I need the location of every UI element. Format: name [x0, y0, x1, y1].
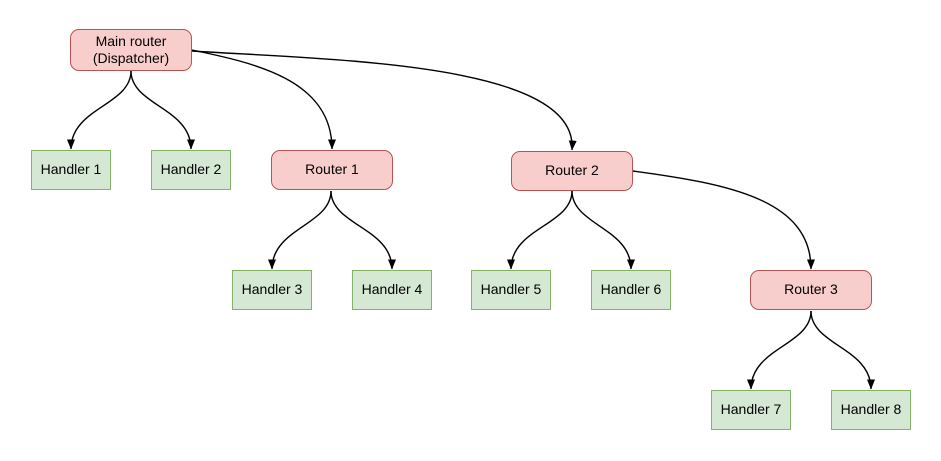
- node-handler-8[interactable]: Handler 8: [831, 390, 911, 430]
- edge-router-1-to-handler-3: [268, 190, 332, 270]
- node-handler-2[interactable]: Handler 2: [151, 150, 231, 190]
- node-handler-4[interactable]: Handler 4: [352, 270, 432, 310]
- node-handler-7-label: Handler 7: [720, 401, 782, 418]
- node-handler-5-label: Handler 5: [480, 281, 542, 298]
- node-handler-3[interactable]: Handler 3: [232, 270, 312, 310]
- node-router-2-label: Router 2: [545, 162, 599, 179]
- node-router-1[interactable]: Router 1: [271, 150, 393, 190]
- edge-router-3-to-handler-8: [810, 310, 875, 390]
- node-router-3[interactable]: Router 3: [750, 270, 872, 310]
- edge-main-to-router-2: [191, 50, 577, 151]
- node-handler-1[interactable]: Handler 1: [31, 150, 111, 190]
- node-handler-4-label: Handler 4: [361, 281, 423, 298]
- edge-main-to-handler-2: [130, 70, 195, 150]
- node-handler-8-label: Handler 8: [840, 401, 902, 418]
- node-router-1-label: Router 1: [305, 161, 359, 178]
- edge-router-3-to-handler-7: [747, 310, 812, 390]
- edge-main-to-handler-1: [67, 70, 132, 150]
- node-router-3-label: Router 3: [784, 281, 838, 298]
- node-handler-6[interactable]: Handler 6: [591, 270, 671, 310]
- node-router-2[interactable]: Router 2: [511, 151, 633, 191]
- node-main-router[interactable]: Main router (Dispatcher): [70, 29, 192, 71]
- edge-router-2-to-handler-6: [571, 190, 635, 270]
- node-handler-7[interactable]: Handler 7: [711, 390, 791, 430]
- node-main-router-label: Main router (Dispatcher): [92, 32, 170, 67]
- node-handler-5[interactable]: Handler 5: [471, 270, 551, 310]
- node-handler-3-label: Handler 3: [241, 281, 303, 298]
- node-handler-6-label: Handler 6: [600, 281, 662, 298]
- node-handler-2-label: Handler 2: [160, 161, 222, 178]
- edge-router-1-to-handler-4: [330, 190, 396, 270]
- edge-main-to-router-1: [191, 49, 336, 150]
- edge-router-2-to-handler-5: [507, 190, 573, 270]
- edge-router-2-to-router-3: [632, 170, 815, 270]
- node-handler-1-label: Handler 1: [40, 161, 102, 178]
